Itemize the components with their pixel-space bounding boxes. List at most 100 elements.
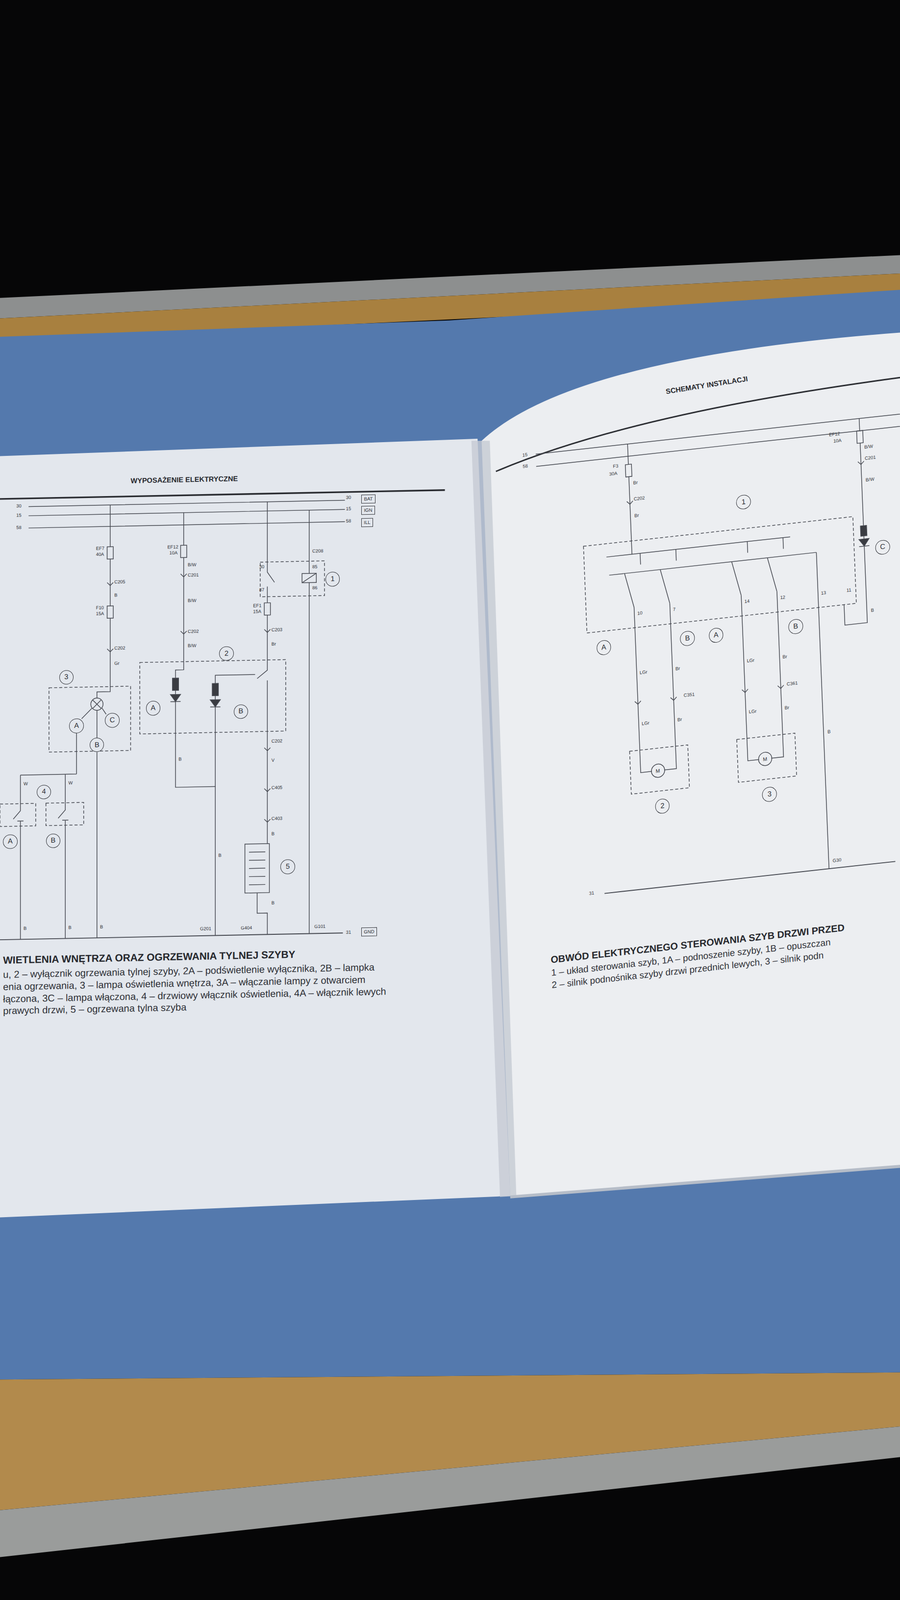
wire-label: C201 [864,454,876,461]
connector-mark [634,685,784,705]
wire [816,552,829,869]
wire-label: B [271,831,275,837]
wire-label: 85 [312,564,318,570]
terminal-box: BAT [361,494,376,504]
wire-label: B/W [187,643,197,649]
wire [634,591,784,773]
terminal-box: ILL [361,518,374,527]
wire-label: 86 [312,585,318,591]
wire-label: Br [633,479,639,486]
wire-label: 58 [522,463,528,469]
lamp-symbol [90,698,103,711]
wire-label: 15 [346,506,351,512]
wire [215,674,255,700]
terminal-box: IGN [361,505,375,516]
wire-label: M [655,767,661,774]
node-text: 4 [41,787,46,796]
dashed-box [629,745,690,795]
switch-symbol [13,802,69,827]
callout-circle: A [146,700,161,716]
wire-label: C208 [312,548,324,554]
wire [81,707,107,938]
node-text: C [109,715,116,725]
terminal-box: GND [361,926,377,937]
node-text: 1 [330,574,335,583]
header-rule [0,490,446,500]
wire-label: C202 [271,738,283,744]
dashed-box [583,516,857,633]
node-text: B [50,836,56,845]
node-text: A [74,721,79,730]
wire-label: Br [782,653,788,660]
wire-label: Br [784,704,790,711]
wire [841,545,873,625]
wire [20,733,77,804]
dashed-box [260,560,325,597]
fuse-symbol [264,602,271,616]
callout-circle: C [104,712,120,728]
wire-label: B [271,900,275,906]
wire-label: 31 [346,929,351,936]
wire-label: B [68,925,72,930]
node-text: 2 [660,801,665,811]
wire-label: 7 [673,606,676,613]
callout-circle: 1 [325,571,340,587]
node-text: 5 [285,862,290,871]
right-page [481,332,900,1197]
callout-circle: A [2,834,18,850]
blue-cloth [0,289,900,1380]
wire-label: B [100,924,103,930]
wire-label: EF1 [252,602,262,609]
motor-symbol [758,751,773,767]
connector-mark [264,629,271,823]
node-text: IGN [363,507,373,513]
motor-symbol [650,763,665,778]
wire-label: 30A [609,470,618,477]
wire-label: C203 [271,626,283,633]
node-text: ILL [363,519,371,525]
wire-label: 58 [16,525,22,531]
node-text: 2 [224,649,229,658]
wire-label: Br [271,641,276,647]
wire-label: M [762,755,768,762]
wire-label: F10 [96,604,104,611]
wire [20,825,66,940]
node-text: 1 [741,497,747,506]
wire-label: B/W [865,476,875,483]
wire-label: LGr [641,720,650,727]
node-text: A [601,642,607,652]
wire-label: B [827,728,831,735]
wire-label: B [218,852,222,858]
header-rule [496,377,900,472]
wire-label: W [68,780,73,786]
wire [170,700,216,788]
page-edge [510,1166,900,1197]
resistor-symbol [172,677,179,691]
fuse-symbol [180,545,187,558]
wire-label: C201 [187,572,199,578]
wire-label: 10A [169,550,178,556]
wire-label: 15A [252,608,262,615]
wire-label: C405 [271,785,283,791]
node-text: A [713,630,719,640]
wire-label: B/W [187,598,197,604]
wire-label: 87 [259,587,265,594]
wire [301,509,317,934]
dashed-box [46,802,84,826]
node-text: B [793,621,799,631]
wire-label: B/W [864,443,874,450]
wire-label: G201 [200,926,212,932]
book-gutter [471,440,517,1197]
resistor-symbol [212,683,219,696]
wire-label: C202 [187,628,199,635]
wire-label: Br [675,665,681,672]
wire-label: B [871,607,875,613]
heater-symbol [249,851,266,885]
fuse-symbol [107,605,114,619]
wire-label: F3 [612,463,619,470]
wire-label: C351 [683,691,696,699]
heater-symbol [245,843,270,894]
wire-label: W [23,780,28,786]
wire-label: 15A [96,611,105,617]
